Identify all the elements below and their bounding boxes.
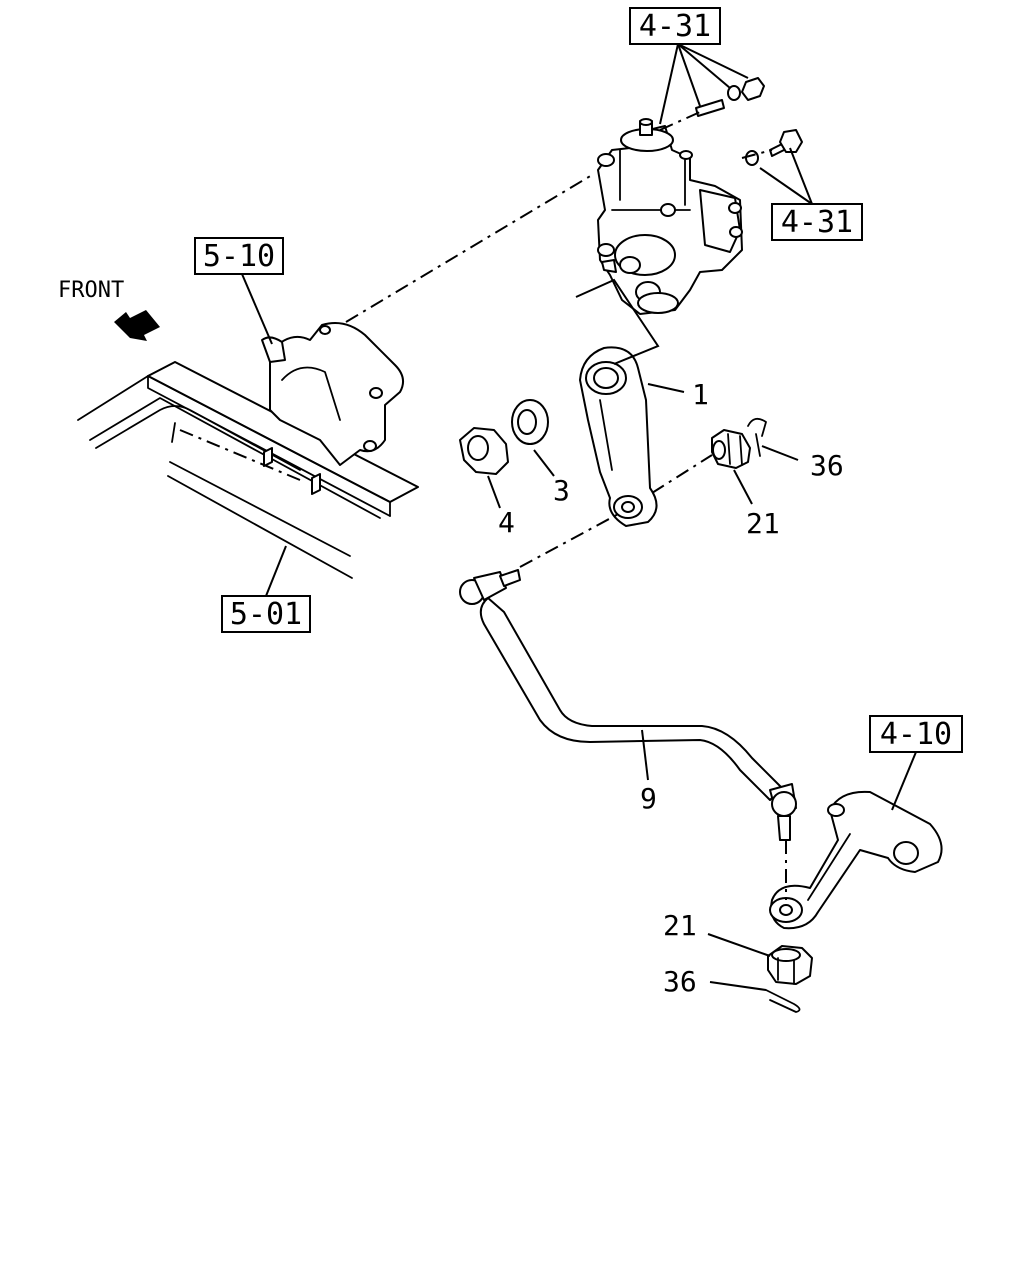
ref-label: 4-31 [781, 205, 853, 240]
part-number: 21 [746, 507, 780, 540]
assembly-lines [345, 111, 787, 900]
part-number: 1 [692, 378, 709, 411]
idler-arm [769, 790, 943, 930]
castle-nut-lower [767, 945, 813, 985]
part-number: 36 [663, 965, 697, 998]
ref-label: 5-01 [230, 597, 302, 632]
part-number: 21 [663, 909, 697, 942]
ref-5-01: 5-01 [221, 545, 311, 633]
mounting-hardware [695, 77, 803, 166]
drag-link [459, 569, 797, 841]
ref-4-31-top: 4-31 [629, 7, 749, 125]
cotter-pin-upper [747, 417, 767, 457]
part-number: 3 [553, 474, 570, 507]
callout-36-upper: 36 [761, 445, 844, 482]
front-arrow-icon [114, 310, 160, 341]
callout-21-upper: 21 [733, 469, 780, 540]
castle-nut-upper [711, 429, 751, 469]
lock-washer [511, 399, 549, 445]
cotter-pin-lower [765, 989, 801, 1013]
part-number: 36 [810, 449, 844, 482]
callout-3: 3 [533, 449, 570, 507]
steering-bracket [261, 322, 405, 495]
steering-gear-box [597, 118, 743, 315]
ref-4-31-side: 4-31 [759, 147, 863, 241]
frame-rail [77, 361, 419, 579]
ref-label: 4-31 [639, 9, 711, 44]
ref-label: 4-10 [880, 717, 952, 752]
ref-4-10: 4-10 [869, 715, 963, 811]
callout-4: 4 [487, 475, 515, 539]
hex-nut [459, 427, 509, 475]
part-number: 9 [640, 782, 657, 815]
callout-9: 9 [640, 729, 657, 815]
callout-21-lower: 21 [663, 909, 771, 957]
front-indicator: FRONT [58, 278, 160, 341]
ref-5-10: 5-10 [194, 237, 284, 345]
part-number: 4 [498, 506, 515, 539]
callout-36-lower: 36 [663, 965, 767, 998]
pitman-arm [579, 346, 658, 527]
ref-label: 5-10 [203, 239, 275, 274]
callout-1: 1 [647, 378, 709, 411]
front-label: FRONT [58, 278, 124, 303]
